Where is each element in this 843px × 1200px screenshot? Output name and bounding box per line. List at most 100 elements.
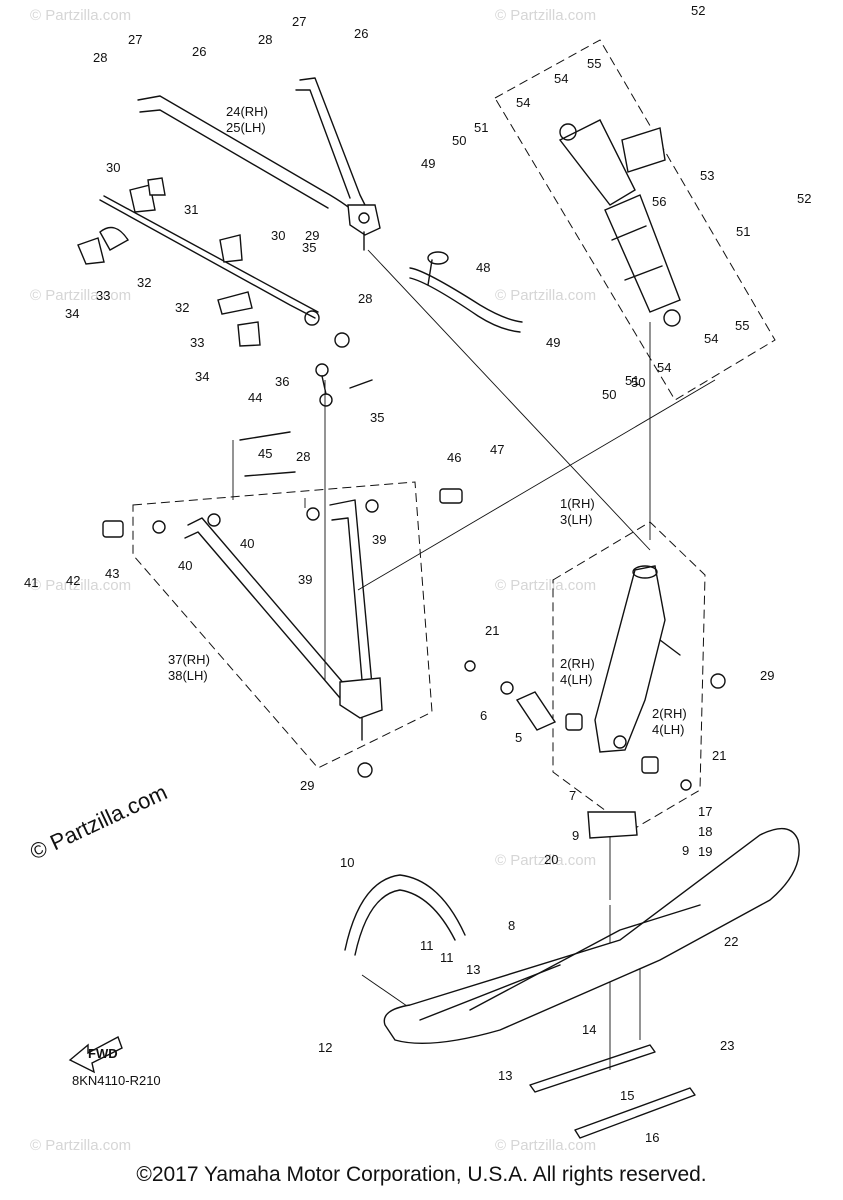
callout-label: 31 [184,202,198,217]
callout-label: 17 [698,804,712,819]
callout-label: 6 [480,708,487,723]
svg-text:© Partzilla.com: © Partzilla.com [30,7,131,24]
collars [357,660,726,791]
svg-text:© Partzilla.com: © Partzilla.com [30,577,131,594]
callout-label: 29 [760,668,774,683]
callout-label: 21 [485,623,499,638]
callout-label: 45 [258,446,272,461]
callout-label: 27 [128,32,142,47]
callout-label: 4(LH) [652,722,685,737]
callout-label: 54 [516,95,530,110]
spindle [594,565,681,753]
callout-label: 13 [498,1068,512,1083]
callout-label: 52 [797,191,811,206]
callout-label: 52 [691,3,705,18]
ski-handle [344,874,466,956]
callout-label: 1(RH) [560,496,595,511]
upper-a-arm [137,77,381,251]
callout-label: 23 [720,1038,734,1053]
callout-label: 35 [302,240,316,255]
callout-label: 34 [195,369,209,384]
svg-text:FWD: FWD [88,1046,118,1061]
callout-label: 41 [24,575,38,590]
copyright-notice: ©2017 Yamaha Motor Corporation, U.S.A. A… [136,1163,707,1186]
callout-label: 42 [66,573,80,588]
callout-label: 29 [305,228,319,243]
callout-label: 39 [372,532,386,547]
callout-label: 54 [554,71,568,86]
callout-label: 7 [569,788,576,803]
callout-label: 33 [190,335,204,350]
callout-label: 46 [447,450,461,465]
callout-label: 12 [318,1040,332,1055]
callout-label: 49 [546,335,560,350]
callout-label: 29 [300,778,314,793]
callout-label: 4(LH) [560,672,593,687]
callout-label: 8 [508,918,515,933]
callout-label: 51 [736,224,750,239]
callout-label: 43 [105,566,119,581]
callout-label: 50 [452,133,466,148]
callout-label: 32 [175,300,189,315]
svg-text:© Partzilla.com: © Partzilla.com [495,577,596,594]
tool [409,251,523,333]
callout-label: 2(RH) [652,706,687,721]
bushings [102,379,463,538]
callout-label: 51 [625,373,639,388]
faint-watermarks: © Partzilla.com © Partzilla.com © Partzi… [30,7,596,1154]
callout-label: 49 [421,156,435,171]
stabilizer-bar [99,195,350,348]
callout-label: 10 [340,855,354,870]
svg-text:© Partzilla.com: © Partzilla.com [30,1137,131,1154]
callout-label: 28 [358,291,372,306]
runners [529,1044,696,1139]
callout-label: 11 [420,938,434,953]
callout-label: 28 [93,50,107,65]
callout-label: 2(RH) [560,656,595,671]
callout-label: 30 [106,160,120,175]
svg-text:© Partzilla.com: © Partzilla.com [495,852,596,869]
callout-labels: 1(RH)3(LH)2(RH)4(LH)2(RH)4(LH)5678991011… [24,3,811,1145]
leader-lines [232,249,716,1070]
svg-text:© Partzilla.com: © Partzilla.com [495,287,596,304]
callout-label: 54 [657,360,671,375]
callout-label: 26 [192,44,206,59]
callout-label: 3(LH) [560,512,593,527]
callout-label: 21 [712,748,726,763]
callout-label: 27 [292,14,306,29]
callout-label: 44 [248,390,262,405]
callout-label: 15 [620,1088,634,1103]
callout-label: 48 [476,260,490,275]
lower-a-arm [184,499,383,741]
callout-label: 16 [645,1130,659,1145]
callout-label: 53 [700,168,714,183]
callout-label: 24(RH) [226,104,268,119]
tie-rod [315,363,333,407]
clamps [77,177,261,347]
callout-label: 9 [682,843,689,858]
callout-label: 13 [466,962,480,977]
callout-label: 55 [735,318,749,333]
callout-label: 33 [96,288,110,303]
callout-label: 28 [258,32,272,47]
callout-label: 22 [724,934,738,949]
callout-label: 28 [296,449,310,464]
callout-label: 34 [65,306,79,321]
callout-label: 51 [474,120,488,135]
callout-label: 30 [271,228,285,243]
callout-label: 19 [698,844,712,859]
callout-label: 36 [275,374,289,389]
callout-label: 54 [704,331,718,346]
callout-label: 11 [440,950,454,965]
fwd-arrow-icon: FWD [68,1036,123,1074]
callout-label: 40 [178,558,192,573]
callout-label: 18 [698,824,712,839]
callout-label: 50 [602,387,616,402]
callout-label: 56 [652,194,666,209]
callout-label: 50 [631,375,645,390]
ski [383,811,800,1045]
callout-label: 37(RH) [168,652,210,667]
callout-label: 40 [240,536,254,551]
callout-label: 26 [354,26,368,41]
